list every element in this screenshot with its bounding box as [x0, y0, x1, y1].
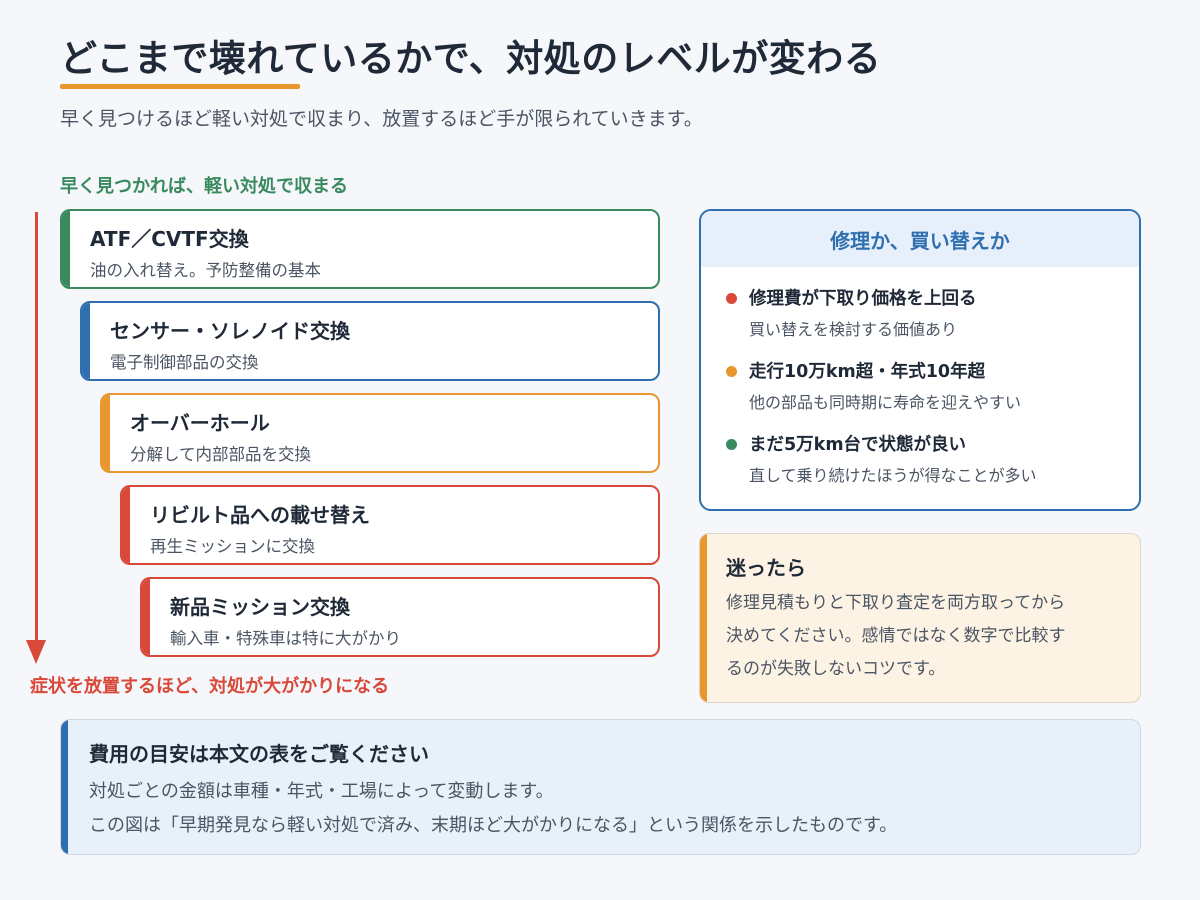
step-title: 新品ミッション交換 — [170, 595, 350, 619]
cost-note-card: 費用の目安は本文の表をご覧ください 対処ごとの金額は車種・年式・工場によって変動… — [60, 719, 1141, 855]
cost-note-line: この図は「早期発見なら軽い対処で済み、末期ほど大がかりになる」という関係を示した… — [89, 815, 898, 836]
step-description: 輸入車・特殊車は特に大がかり — [170, 629, 401, 648]
step-description: 電子制御部品の交換 — [110, 353, 259, 372]
page-subtitle: 早く見つけるほど軽い対処で収まり、放置するほど手が限られていきます。 — [60, 108, 703, 130]
advice-line: るのが失敗しないコツです。 — [726, 659, 946, 679]
step-title: センサー・ソレノイド交換 — [110, 319, 350, 343]
decision-item: 走行10万km超・年式10年超 他の部品も同時期に寿命を迎えやすい — [701, 358, 1139, 413]
bullet-dot-icon — [726, 293, 737, 304]
advice-body: 修理見積もりと下取り査定を両方取ってから 決めてください。感情ではなく数字で比較… — [726, 587, 1118, 686]
decision-item-description: 他の部品も同時期に寿命を迎えやすい — [749, 393, 1022, 412]
decision-item: 修理費が下取り価格を上回る 買い替えを検討する価値あり — [701, 285, 1139, 340]
decision-item-title: まだ5万km台で状態が良い — [749, 435, 967, 455]
step-description: 油の入れ替え。予防整備の基本 — [90, 261, 321, 280]
page-title: どこまで壊れているかで、対処のレベルが変わる — [60, 37, 882, 80]
early-detection-label: 早く見つかれば、軽い対処で収まる — [60, 176, 348, 197]
decision-item-title: 走行10万km超・年式10年超 — [749, 362, 986, 382]
repair-or-replace-card: 修理か、買い替えか 修理費が下取り価格を上回る 買い替えを検討する価値あり 走行… — [699, 209, 1141, 511]
severity-arrow-head-icon — [26, 640, 46, 664]
decision-item-description: 買い替えを検討する価値あり — [749, 320, 958, 339]
cost-note-line: 対処ごとの金額は車種・年式・工場によって変動します。 — [89, 781, 554, 802]
advice-line: 修理見積もりと下取り査定を両方取ってから — [726, 593, 1066, 613]
decision-item-description: 直して乗り続けたほうが得なことが多い — [749, 466, 1037, 485]
step-description: 再生ミッションに交換 — [150, 537, 315, 556]
bullet-dot-icon — [726, 439, 737, 450]
decision-item-title: 修理費が下取り価格を上回る — [749, 289, 977, 309]
step-title: オーバーホール — [130, 411, 270, 435]
cost-note-title: 費用の目安は本文の表をご覧ください — [89, 742, 429, 766]
step-sensor-solenoid: センサー・ソレノイド交換 電子制御部品の交換 — [80, 301, 660, 381]
advice-title: 迷ったら — [726, 556, 806, 580]
step-rebuilt-swap: リビルト品への載せ替え 再生ミッションに交換 — [120, 485, 660, 565]
advice-card: 迷ったら 修理見積もりと下取り査定を両方取ってから 決めてください。感情ではなく… — [699, 533, 1141, 703]
bullet-dot-icon — [726, 366, 737, 377]
step-overhaul: オーバーホール 分解して内部部品を交換 — [100, 393, 660, 473]
decision-card-title: 修理か、買い替えか — [701, 211, 1139, 267]
step-description: 分解して内部部品を交換 — [130, 445, 312, 464]
late-detection-label: 症状を放置するほど、対処が大がかりになる — [30, 676, 390, 697]
title-underline — [60, 84, 300, 89]
step-title: リビルト品への載せ替え — [150, 503, 370, 527]
step-new-transmission: 新品ミッション交換 輸入車・特殊車は特に大がかり — [140, 577, 660, 657]
step-title: ATF／CVTF交換 — [90, 227, 249, 251]
decision-item: まだ5万km台で状態が良い 直して乗り続けたほうが得なことが多い — [701, 431, 1139, 486]
severity-arrow-line — [35, 212, 38, 644]
step-atf-exchange: ATF／CVTF交換 油の入れ替え。予防整備の基本 — [60, 209, 660, 289]
advice-line: 決めてください。感情ではなく数字で比較す — [726, 626, 1066, 646]
